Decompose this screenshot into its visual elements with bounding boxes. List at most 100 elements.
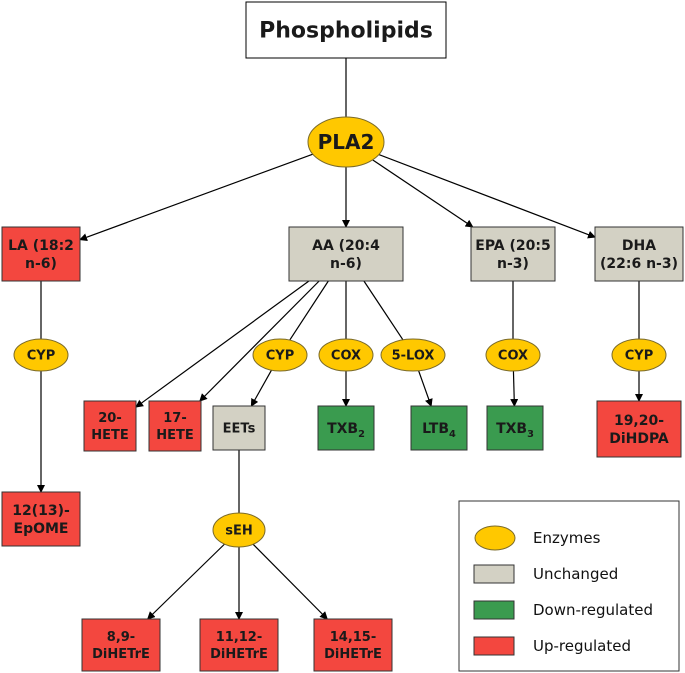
node-ltb4: LTB4 [410,405,468,451]
node-seh: sEH [212,512,266,548]
node-cox_aa: COX [318,338,374,372]
legend-label-unchanged: Unchanged [533,565,618,583]
dihetre1112-label-line-0: 11,12- [216,630,263,645]
ltb4-label: LTB4 [422,421,456,440]
txb3-label: TXB3 [496,421,534,440]
node-txb3: TXB3 [486,405,544,451]
edge-aa-to-cyp_aa [289,280,329,341]
dihetre89-shape [81,618,161,672]
la-label-line-1: n-6) [25,256,57,272]
root-shape [245,1,447,59]
edge-lox_aa-to-ltb4 [418,370,433,407]
node-epome: 12(13)- EpOME [1,491,81,547]
dihetre1112-shape [199,618,279,672]
legend-swatch-up [473,636,515,656]
dihdpa-label-line-0: 19,20- [614,413,664,429]
eets-label-line-0: EETs [223,422,256,437]
cox_epa-shape [485,338,541,372]
eets-shape [212,405,266,451]
txb3-shape [486,405,544,451]
txb2-shape [317,405,375,451]
hete20-shape [83,400,137,452]
node-dihetre1415: 14,15- DiHETrE [313,618,393,672]
node-cox_epa: COX [485,338,541,372]
ltb4-shape [410,405,468,451]
dihetre1415-shape [313,618,393,672]
edge-pla2-to-la [79,153,314,242]
node-root: Phospholipids [245,1,447,59]
dihetre1415-label-line-1: DiHETrE [324,647,382,662]
legend-item-down: Down-regulated [473,600,653,620]
hete17-label-line-0: 17- [163,411,187,426]
lox_aa-label-line-0: 5-LOX [392,349,435,364]
legend-item-unchanged: Unchanged [473,564,618,584]
legend-swatch-down [473,600,515,620]
la-shape [1,226,81,282]
edge-aa-to-hete20 [135,280,310,408]
edge-pla2-to-dha [378,153,596,239]
legend-item-enzyme: Enzymes [474,525,601,551]
root-label-line-0: Phospholipids [259,19,433,44]
node-lox_aa: 5-LOX [380,338,446,372]
node-dha: DHA (22:6 n-3) [594,226,684,282]
node-aa: AA (20:4 n-6) [288,226,404,282]
txb2-label: TXB2 [327,421,365,440]
dihdpa-shape [596,400,682,458]
dha-label-line-1: (22:6 n-3) [600,256,678,272]
edge-seh-to-dihetre89 [146,543,225,620]
edges-layer [37,58,643,620]
edge-aa-to-lox_aa [363,280,404,341]
node-txb2: TXB2 [317,405,375,451]
node-dihetre1112: 11,12- DiHETrE [199,618,279,672]
edge-seh-to-dihetre1415 [252,543,328,620]
cyp_la-label-line-0: CYP [27,349,55,364]
edge-aa-to-hete17 [199,280,320,402]
legend-label-down: Down-regulated [533,601,653,619]
edge-pla2-to-epa [372,159,474,228]
epome-label-line-1: EpOME [14,521,69,537]
node-pla2: PLA2 [307,116,385,168]
epa-label-line-1: n-3) [497,256,529,272]
node-cyp_aa: CYP [252,338,308,372]
pla2-shape [307,116,385,168]
cyp_la-shape [13,338,69,372]
epome-shape [1,491,81,547]
cyp_dha-label-line-0: CYP [625,349,653,364]
hete17-shape [148,400,202,452]
node-eets: EETs [212,405,266,451]
node-hete20: 20-HETE [83,400,137,452]
cyp_aa-shape [252,338,308,372]
dihetre1112-label-line-1: DiHETrE [210,647,268,662]
aa-label-line-0: AA (20:4 [312,238,380,254]
cyp_aa-label-line-0: CYP [266,349,294,364]
dihetre89-label-line-0: 8,9- [107,630,135,645]
cox_aa-label-line-0: COX [331,349,361,364]
pla2-label-line-0: PLA2 [318,130,375,154]
dha-shape [594,226,684,282]
epome-label-line-0: 12(13)- [12,503,70,519]
legend-label-up: Up-regulated [533,637,631,655]
epa-shape [470,226,556,282]
cox_aa-shape [318,338,374,372]
cyp_dha-shape [611,338,667,372]
node-dihetre89: 8,9- DiHETrE [81,618,161,672]
dha-label-line-0: DHA [622,238,656,254]
dihetre1415-label-line-0: 14,15- [330,630,377,645]
legend: EnzymesUnchangedDown-regulatedUp-regulat… [458,500,680,672]
dihdpa-label-line-1: DiHDPA [609,431,669,447]
dihetre89-label-line-1: DiHETrE [92,647,150,662]
hete17-label-line-1: HETE [156,428,194,443]
cox_epa-label-line-0: COX [498,349,528,364]
seh-label-line-0: sEH [225,524,253,539]
node-cyp_dha: CYP [611,338,667,372]
aa-label-line-1: n-6) [330,256,362,272]
seh-shape [212,512,266,548]
legend-swatch-enzyme [474,525,516,551]
epa-label-line-0: EPA (20:5 [475,238,550,254]
node-cyp_la: CYP [13,338,69,372]
node-la: LA (18:2n-6) [1,226,81,282]
node-hete17: 17- HETE [148,400,202,452]
node-dihdpa: 19,20- DiHDPA [596,400,682,458]
